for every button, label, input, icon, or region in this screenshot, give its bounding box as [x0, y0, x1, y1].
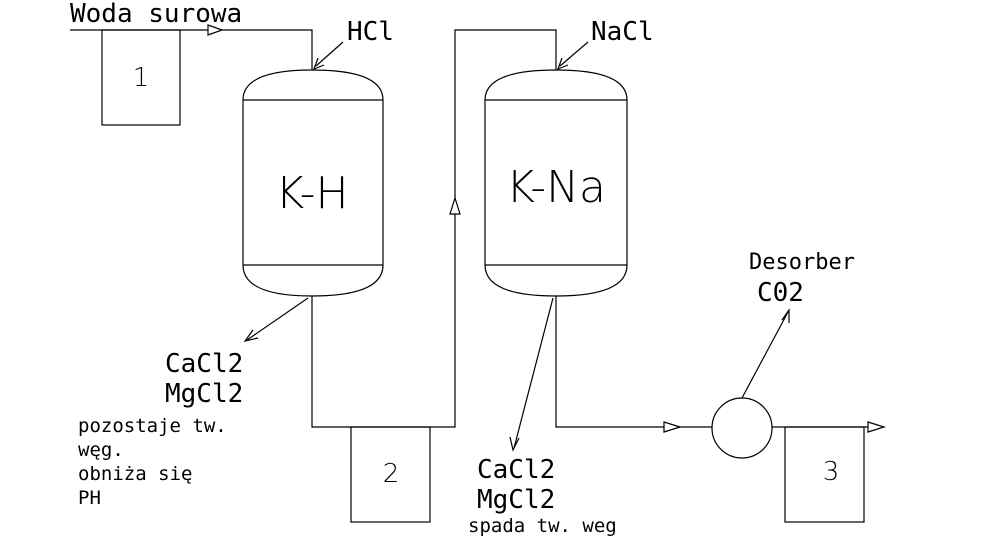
- kna-to-desorber-line: [555, 296, 712, 428]
- nacl-label: NaCl: [591, 17, 654, 47]
- kna-note-1: spada tw. weg: [468, 515, 617, 537]
- tank-1-label: 1: [133, 63, 150, 93]
- kna-regen-line: [513, 297, 554, 449]
- nacl-feed-line: [559, 41, 589, 67]
- kh-to-kna-line: [311, 29, 557, 428]
- kh-note-3: obniża się: [78, 463, 192, 485]
- tank-3: [784, 426, 865, 523]
- kna-to-desorber-arrow: [663, 421, 683, 433]
- raw-water-label: Woda surowa: [70, 0, 242, 29]
- nacl-feed-arrow: [556, 57, 569, 71]
- hcl-label: HCl: [347, 17, 394, 47]
- raw-water-arrow: [207, 24, 224, 36]
- kh-regen-line: [246, 297, 309, 341]
- kh-note-1: pozostaje tw.: [78, 415, 227, 437]
- tank-2-label: 2: [383, 459, 400, 489]
- kh-out-2: MgCl2: [165, 379, 243, 409]
- vessel-kh-label: K-H: [275, 168, 348, 219]
- kh-note-2: węg.: [78, 439, 124, 461]
- hcl-feed-arrow: [312, 57, 325, 71]
- kna-out-2: MgCl2: [477, 485, 555, 515]
- kna-regen-arrow: [509, 436, 520, 452]
- outlet-arrow: [867, 421, 887, 433]
- hcl-feed-line: [315, 41, 344, 67]
- kna-out-1: CaCl2: [477, 455, 555, 485]
- tank-1: [101, 29, 181, 126]
- co2-arrow: [781, 308, 790, 323]
- co2-label: C02: [757, 278, 804, 308]
- vessel-kna-label: K-Na: [506, 162, 606, 213]
- tank-2: [350, 426, 431, 523]
- tank-3-label: 3: [823, 457, 840, 487]
- raw-water-line: [70, 29, 313, 70]
- desorber-label: Desorber: [749, 250, 855, 275]
- kh-out-1: CaCl2: [165, 349, 243, 379]
- desorber: [711, 397, 773, 459]
- co2-line: [741, 311, 789, 399]
- kh-to-kna-arrow: [449, 195, 461, 215]
- kh-note-4: PH: [78, 487, 101, 509]
- kh-regen-arrow: [243, 329, 259, 342]
